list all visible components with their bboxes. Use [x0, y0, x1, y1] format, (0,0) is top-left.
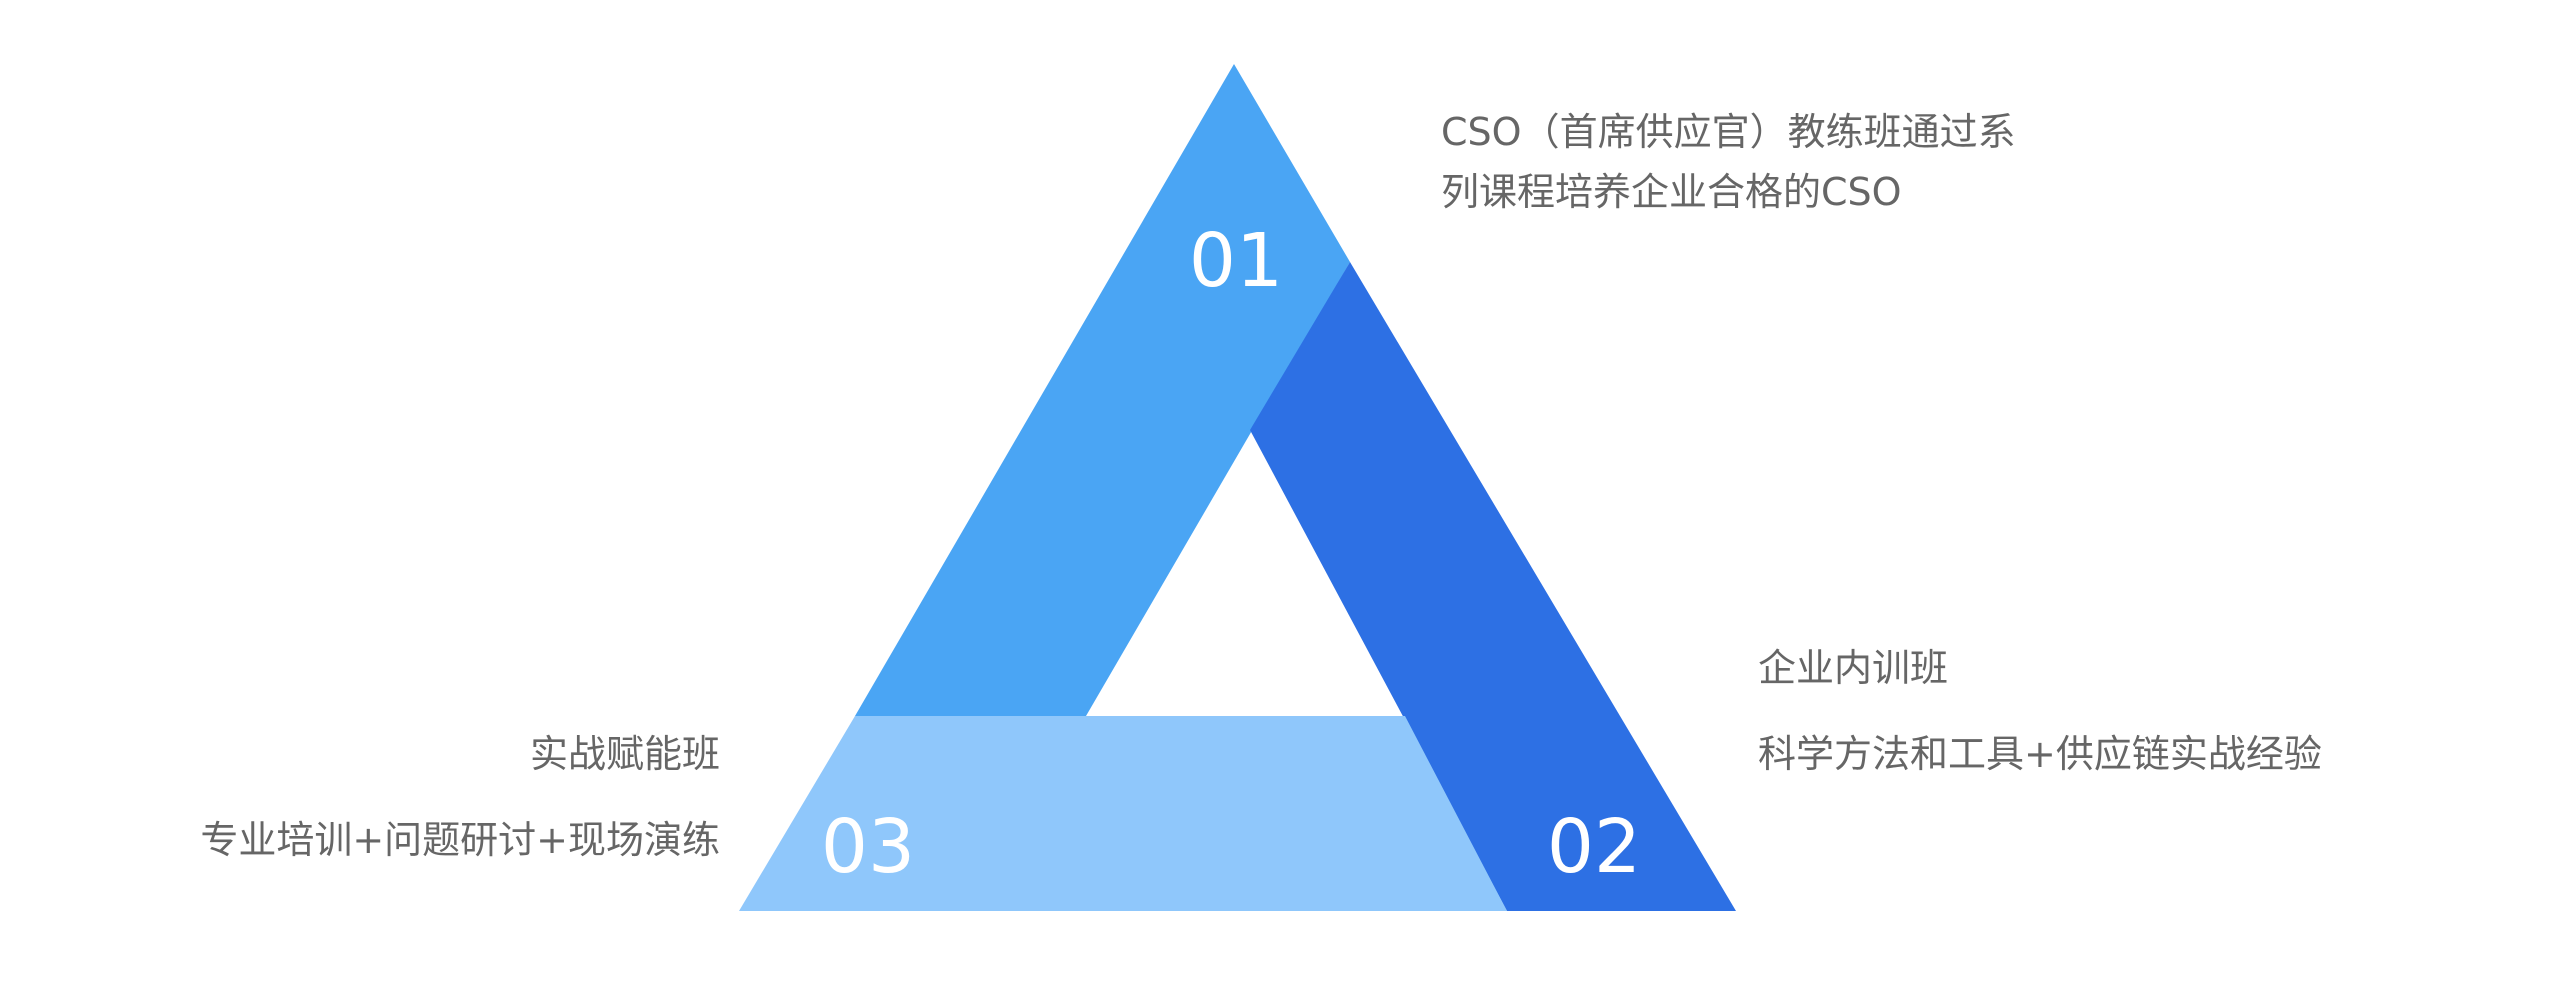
segment-01-band — [855, 64, 1350, 716]
segment-03-band — [739, 716, 1507, 911]
segment-02-title: 企业内训班 — [1758, 646, 1949, 690]
segment-02-band — [1250, 262, 1736, 911]
segment-03-number: 03 — [821, 804, 915, 890]
segment-01-number: 01 — [1189, 218, 1283, 304]
segment-01-text-line-2: 列课程培养企业合格的CSO — [1441, 170, 1902, 214]
segment-03-title: 实战赋能班 — [529, 732, 720, 776]
segment-02-number: 02 — [1547, 804, 1641, 890]
segment-02-description: 科学方法和工具+供应链实战经验 — [1758, 732, 2322, 776]
segment-03-description: 专业培训+问题研讨+现场演练 — [200, 818, 720, 862]
segment-01-text-line-1: CSO（首席供应官）教练班通过系 — [1441, 110, 2016, 154]
